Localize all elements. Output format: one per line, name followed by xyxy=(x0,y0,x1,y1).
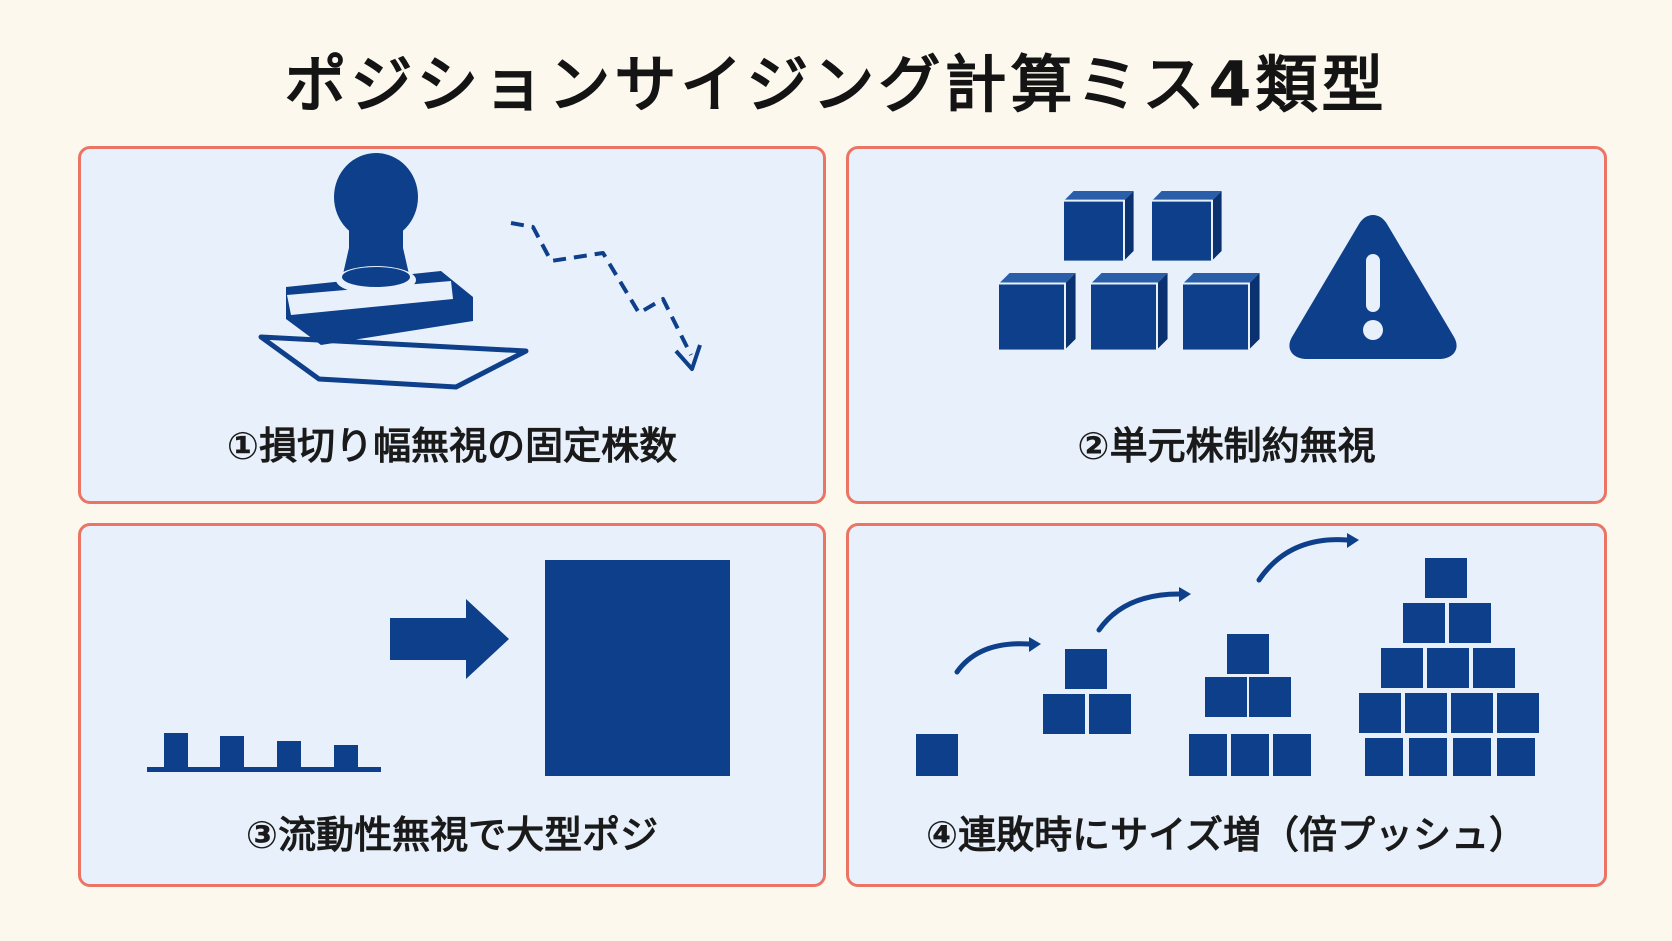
panel-3-label: ③流動性無視で大型ポジ xyxy=(245,813,659,857)
block xyxy=(1043,694,1085,734)
cube xyxy=(999,273,1076,350)
panel-1-label: ①損切り幅無視の固定株数 xyxy=(226,424,678,468)
panel-liquidity: ③流動性無視で大型ポジ xyxy=(78,523,826,887)
block xyxy=(1497,738,1535,776)
cube-stack-icon xyxy=(999,191,1260,350)
cube xyxy=(1152,191,1222,261)
panel-1-illustration xyxy=(258,153,702,390)
block xyxy=(1473,648,1515,688)
block xyxy=(1359,693,1401,733)
panel-unit-constraint: ②単元株制約無視 xyxy=(846,146,1607,504)
block xyxy=(1273,734,1311,776)
block xyxy=(1205,677,1247,717)
block xyxy=(1497,693,1539,733)
large-block-icon xyxy=(545,560,730,776)
block xyxy=(1449,603,1491,643)
dashed-downtrend-arrow-icon xyxy=(510,221,702,371)
panel-2-illustration xyxy=(999,191,1457,359)
stamp-icon xyxy=(258,153,529,390)
growing-pyramid-icon xyxy=(916,558,1539,776)
cube xyxy=(1091,273,1168,350)
panel-4-label: ④連敗時にサイズ増（倍プッシュ） xyxy=(925,813,1528,857)
block xyxy=(1381,648,1423,688)
cube xyxy=(1064,191,1134,261)
block xyxy=(1249,677,1291,717)
right-arrow-icon xyxy=(390,599,509,679)
block xyxy=(1065,649,1107,689)
block xyxy=(1231,734,1269,776)
panel-fixed-shares: ①損切り幅無視の固定株数 xyxy=(78,146,826,504)
panel-4-illustration xyxy=(916,533,1539,776)
small-volume-bars-icon xyxy=(147,733,381,772)
block xyxy=(1403,603,1445,643)
block xyxy=(916,734,958,776)
panel-2-label: ②単元株制約無視 xyxy=(1077,424,1376,468)
block xyxy=(1089,694,1131,734)
panel-martingale: ④連敗時にサイズ増（倍プッシュ） xyxy=(846,523,1607,887)
block xyxy=(1189,734,1227,776)
block xyxy=(1451,693,1493,733)
block xyxy=(1365,738,1403,776)
block xyxy=(1425,558,1467,598)
panel-3-illustration xyxy=(147,560,730,776)
curved-arrow-icon xyxy=(954,537,1350,675)
page-title: ポジションサイジング計算ミス4類型 xyxy=(284,48,1388,121)
block xyxy=(1427,648,1469,688)
cube xyxy=(1183,273,1260,350)
block xyxy=(1227,634,1269,674)
warning-icon xyxy=(1289,215,1457,359)
block xyxy=(1453,738,1491,776)
block xyxy=(1409,738,1447,776)
block xyxy=(1405,693,1447,733)
